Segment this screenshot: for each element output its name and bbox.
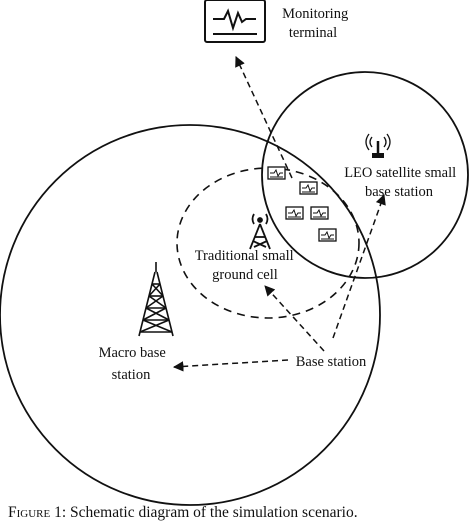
sensor-device-icon xyxy=(285,206,304,220)
small-cell-tower-icon xyxy=(249,213,271,250)
small-cell-coverage-ellipse xyxy=(176,167,360,319)
base-station-label: Base station xyxy=(296,354,367,370)
sensor-device-icon xyxy=(310,206,329,220)
traditional-cell-label: Traditional small ground cell xyxy=(195,248,298,283)
arrow-to-small-cell xyxy=(264,285,325,352)
sensor-device-icon xyxy=(299,181,318,195)
leo-coverage-circle xyxy=(261,71,469,279)
leo-satellite-label: LEO satellite small base station xyxy=(344,165,460,200)
macro-tower-icon xyxy=(138,262,174,337)
sensor-device-icon xyxy=(318,228,337,242)
sensor-device-icon xyxy=(267,166,286,180)
macro-coverage-circle xyxy=(0,124,381,506)
arrow-to-leo-satellite xyxy=(332,194,386,339)
caption-text: 1: Schematic diagram of the simulation s… xyxy=(50,504,357,521)
arrow-to-macro-base-station xyxy=(172,359,289,372)
monitoring-terminal-label: Monitoring terminal xyxy=(282,6,352,41)
sensor-devices xyxy=(267,166,337,242)
figure-caption: Figure 1: Schematic diagram of the simul… xyxy=(8,504,358,521)
monitoring-terminal-icon xyxy=(204,0,266,43)
caption-prefix: Figure xyxy=(8,504,51,521)
arrow-to-monitoring-terminal xyxy=(235,56,293,179)
macro-base-station-label: Macro base station xyxy=(99,345,170,383)
dashed-arrows xyxy=(172,56,386,372)
leo-satellite-antenna-icon xyxy=(365,133,391,158)
